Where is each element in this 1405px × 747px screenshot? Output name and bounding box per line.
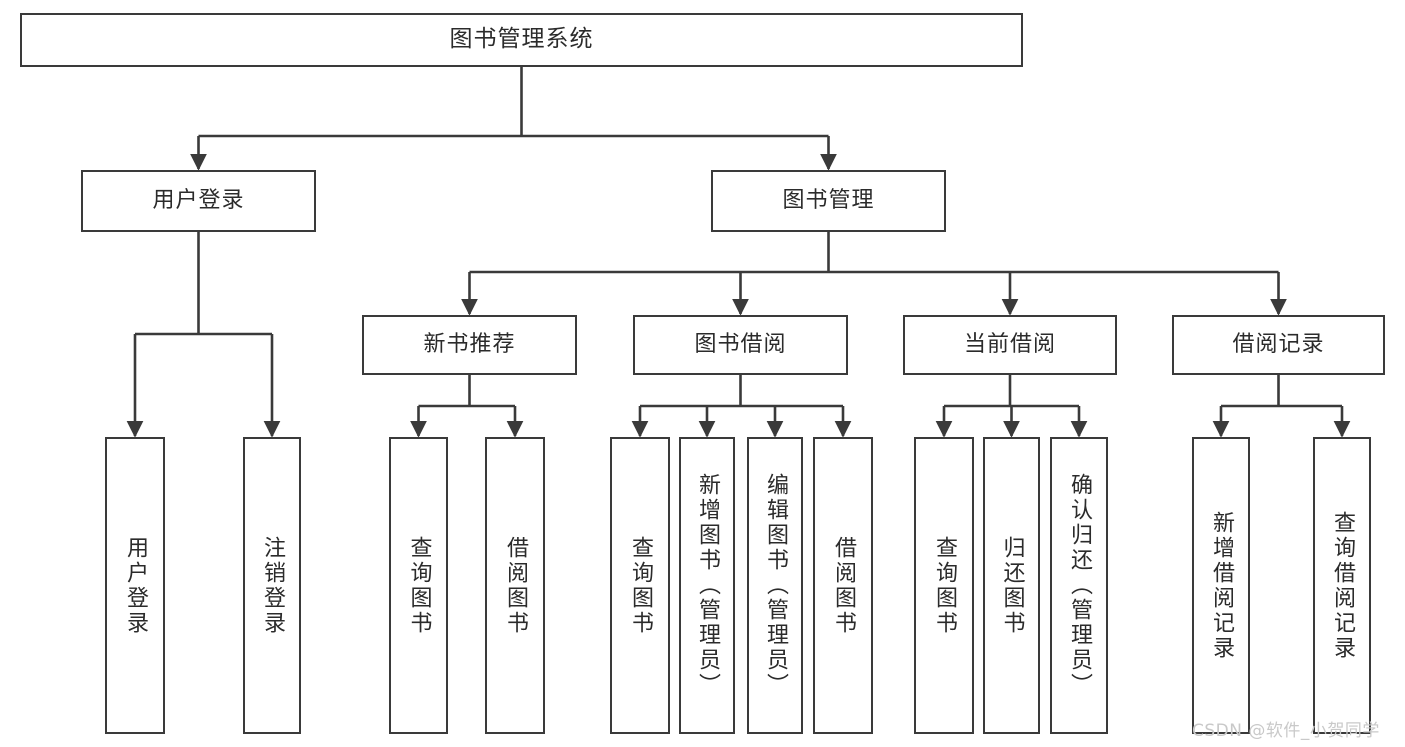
leaf-box-label: 查询借阅记录 bbox=[1330, 510, 1355, 661]
leaf-box-label: 查询图书 bbox=[406, 535, 432, 636]
level3-box-1[interactable]: 图书借阅 bbox=[633, 315, 848, 375]
root-box-label: 图书管理系统 bbox=[449, 26, 594, 53]
leaf-box-label: 借阅图书 bbox=[503, 535, 528, 636]
level2-box-1[interactable]: 图书管理 bbox=[711, 170, 946, 232]
level3-box-label: 新书推荐 bbox=[423, 331, 516, 357]
level3-box-0[interactable]: 新书推荐 bbox=[362, 315, 577, 375]
leaf-box-2[interactable]: 查询图书 bbox=[389, 437, 448, 734]
leaf-box-12[interactable]: 查询借阅记录 bbox=[1313, 437, 1371, 734]
leaf-box-5[interactable]: 新增图书（管理员） bbox=[679, 437, 735, 734]
leaf-box-label: 借阅图书 bbox=[831, 535, 856, 636]
leaf-box-11[interactable]: 新增借阅记录 bbox=[1192, 437, 1250, 734]
level3-box-2[interactable]: 当前借阅 bbox=[903, 315, 1117, 375]
leaf-box-1[interactable]: 注销登录 bbox=[243, 437, 301, 734]
leaf-box-4[interactable]: 查询图书 bbox=[610, 437, 670, 734]
leaf-box-0[interactable]: 用户登录 bbox=[105, 437, 165, 734]
level3-box-label: 图书借阅 bbox=[694, 331, 787, 357]
leaf-box-label: 新增借阅记录 bbox=[1209, 510, 1234, 661]
leaf-box-3[interactable]: 借阅图书 bbox=[485, 437, 545, 734]
leaf-box-8[interactable]: 查询图书 bbox=[914, 437, 974, 734]
leaf-box-label: 注销登录 bbox=[260, 535, 285, 636]
leaf-box-label: 用户登录 bbox=[123, 535, 148, 636]
level2-box-label: 用户登录 bbox=[152, 187, 245, 213]
leaf-box-label: 新增图书（管理员） bbox=[695, 473, 720, 698]
leaf-box-label: 查询图书 bbox=[932, 535, 957, 636]
root-box-0[interactable]: 图书管理系统 bbox=[20, 13, 1023, 67]
leaf-box-9[interactable]: 归还图书 bbox=[983, 437, 1040, 734]
level3-box-label: 当前借阅 bbox=[963, 331, 1056, 357]
level2-box-0[interactable]: 用户登录 bbox=[81, 170, 316, 232]
level3-box-label: 借阅记录 bbox=[1232, 331, 1325, 357]
leaf-box-6[interactable]: 编辑图书（管理员） bbox=[747, 437, 803, 734]
level2-box-label: 图书管理 bbox=[782, 187, 875, 213]
leaf-box-label: 编辑图书（管理员） bbox=[763, 473, 788, 698]
leaf-box-7[interactable]: 借阅图书 bbox=[813, 437, 873, 734]
leaf-box-10[interactable]: 确认归还（管理员） bbox=[1050, 437, 1108, 734]
level3-box-3[interactable]: 借阅记录 bbox=[1172, 315, 1385, 375]
leaf-box-label: 查询图书 bbox=[628, 535, 653, 636]
leaf-box-label: 归还图书 bbox=[999, 535, 1025, 636]
leaf-box-label: 确认归还（管理员） bbox=[1067, 473, 1092, 698]
